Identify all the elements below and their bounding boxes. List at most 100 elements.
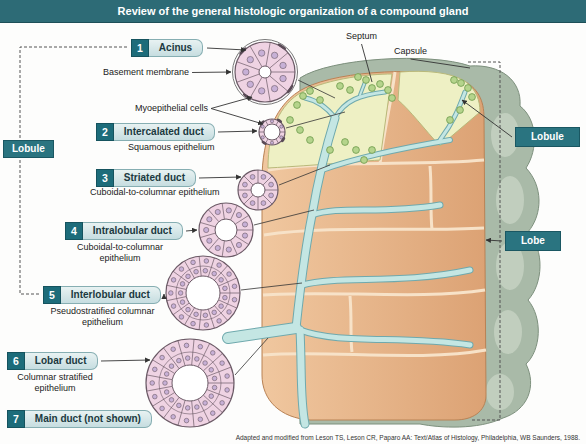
part-name: Lobule <box>3 140 54 158</box>
nucleus <box>258 50 264 56</box>
cell-border <box>266 78 270 102</box>
nucleus <box>269 193 274 198</box>
cell-border <box>258 170 259 183</box>
acinus-dot <box>297 127 304 134</box>
part-name: Intralobular duct <box>83 222 183 240</box>
nucleus <box>164 372 169 377</box>
myoepithelial-cell <box>238 46 247 55</box>
duct <box>360 82 365 95</box>
region-tag: Lobe <box>505 231 561 251</box>
nucleus <box>236 212 241 217</box>
nucleus <box>210 411 215 416</box>
myoepithelial-cell <box>261 140 267 146</box>
nucleus <box>185 356 190 361</box>
acinus-dot <box>353 147 360 154</box>
title: Review of the general histologic organiz… <box>118 5 469 17</box>
nucleus <box>217 319 222 324</box>
leader-line <box>211 97 252 109</box>
acinus-dot <box>465 85 472 92</box>
cell-border <box>266 42 270 66</box>
nucleus <box>212 376 217 381</box>
acinus-dot <box>369 147 376 154</box>
nucleus <box>243 182 248 187</box>
nucleus <box>180 300 185 305</box>
cell-border <box>231 240 238 255</box>
part-name: Main duct (not shown) <box>25 410 152 428</box>
region-tag: Lobule <box>3 140 54 158</box>
nucleus <box>250 201 255 206</box>
nucleus <box>209 368 214 373</box>
nucleus <box>150 381 155 386</box>
acinus-dot <box>317 97 324 104</box>
cell-border <box>270 53 288 68</box>
leader-line <box>298 80 335 98</box>
nucleus <box>180 282 185 287</box>
duct-wall <box>300 330 305 424</box>
duct-label-box: 7Main duct (not shown) <box>7 410 152 428</box>
duct-wall <box>199 203 253 257</box>
nucleus <box>185 406 190 411</box>
duct-label-box: 3Striated duct <box>96 169 196 187</box>
nucleus <box>243 193 248 198</box>
duct <box>300 330 305 424</box>
acinus-dot <box>355 74 362 81</box>
cell-border <box>259 132 264 133</box>
acinus-dot <box>447 117 454 124</box>
interlobular-section <box>166 256 240 330</box>
nucleus <box>163 381 168 386</box>
nucleus <box>179 267 184 272</box>
nucleus <box>194 269 199 274</box>
nucleus <box>215 209 220 214</box>
duct-wall <box>166 256 240 330</box>
leader-line <box>192 72 231 74</box>
duct <box>440 92 465 140</box>
nucleus <box>195 405 200 410</box>
nucleus <box>261 175 266 180</box>
acinus-dot <box>294 102 301 109</box>
acinus-dot <box>369 85 376 92</box>
leader-line <box>362 44 372 82</box>
duct <box>296 118 335 328</box>
nucleus <box>242 222 247 227</box>
nucleus <box>232 284 237 289</box>
duct-wall <box>228 328 296 338</box>
part-label: Basement membrane <box>103 67 189 78</box>
title-bar: Review of the general histologic organiz… <box>0 0 586 23</box>
nucleus <box>160 406 165 411</box>
part-name: Intercalated duct <box>114 123 215 141</box>
duct-label-box: 2Intercalated duct <box>96 123 215 141</box>
nucleus <box>261 201 266 206</box>
duct <box>312 205 440 215</box>
cell-border <box>237 62 260 70</box>
callout-number: 1 <box>131 39 149 57</box>
leader-line <box>462 100 512 137</box>
acinus-dot <box>469 94 476 101</box>
nucleus <box>227 272 232 277</box>
nucleus <box>212 310 217 315</box>
cell-border <box>276 139 279 143</box>
leader-line <box>286 112 345 128</box>
acinus-dot <box>287 117 294 124</box>
duct-wall <box>300 330 470 345</box>
cell-border <box>200 222 215 227</box>
cell-border <box>266 121 269 125</box>
leader-line <box>101 360 150 361</box>
leader-line <box>218 131 257 132</box>
nucleus <box>184 343 189 348</box>
callout-number: 3 <box>96 169 114 187</box>
nucleus <box>243 69 249 75</box>
cell-border <box>238 190 251 191</box>
leader-line <box>207 48 246 50</box>
intercalated-section <box>259 118 286 146</box>
cell-border <box>237 74 260 82</box>
acinus-dot <box>337 83 344 90</box>
nucleus <box>204 227 209 232</box>
nucleus <box>160 355 165 360</box>
nucleus <box>212 385 217 390</box>
nucleus <box>207 217 212 222</box>
duct-wall <box>312 205 440 215</box>
nucleus <box>226 247 231 252</box>
intralobular-section <box>199 203 253 257</box>
cell-border <box>266 139 269 143</box>
nucleus <box>164 390 169 395</box>
